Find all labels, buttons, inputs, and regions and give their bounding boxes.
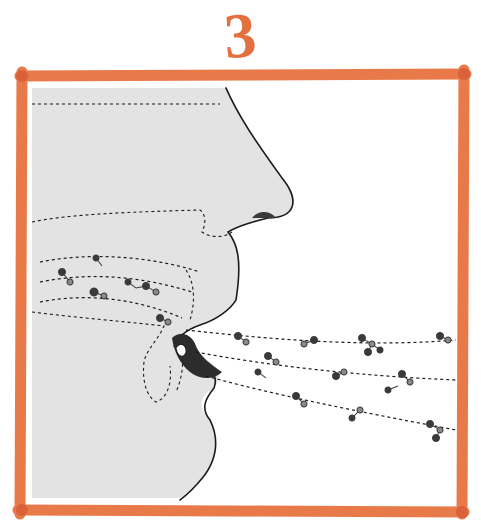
head-profile-icon (32, 88, 293, 500)
air-path (206, 376, 456, 430)
air-path (186, 330, 456, 343)
frame-corner-blot (458, 68, 470, 80)
frame-right (462, 70, 464, 514)
air-path (196, 352, 456, 380)
frame-top (20, 74, 466, 76)
face-shape (32, 88, 293, 498)
molecule-cluster-exhale (235, 333, 452, 442)
frame-corner-blot (16, 70, 28, 82)
frame-left (20, 72, 22, 514)
frame-corner-blot (16, 504, 28, 516)
frame-bottom (18, 510, 464, 512)
step-number-label: 3 (203, 0, 278, 72)
frame-corner-blot (456, 506, 468, 518)
